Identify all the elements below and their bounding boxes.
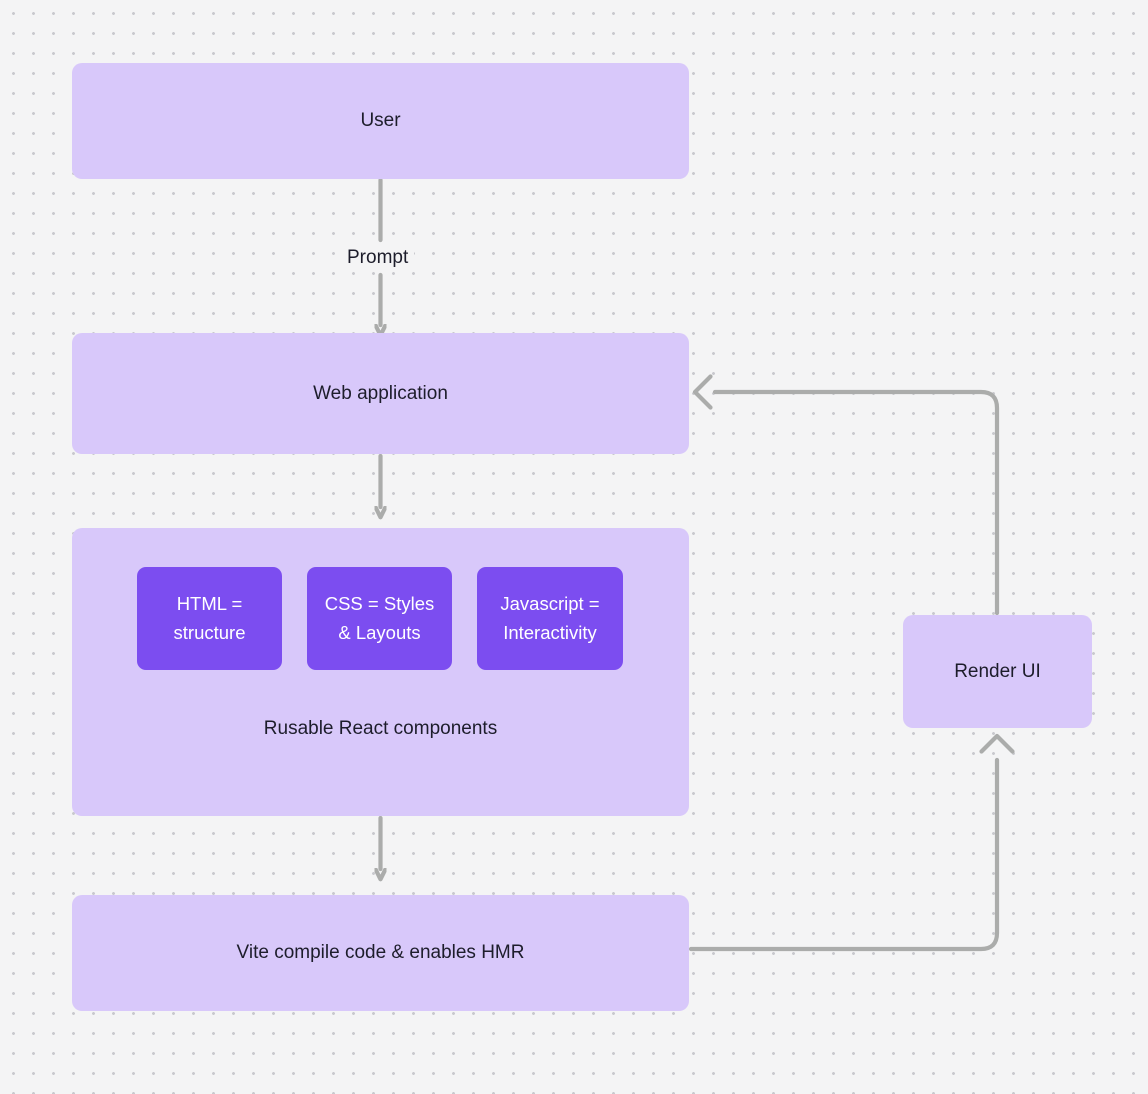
node-css-line2: & Layouts — [338, 621, 421, 643]
node-web-application-label: Web application — [313, 382, 448, 404]
node-render-ui[interactable]: Render UI — [903, 615, 1092, 728]
node-css-line1: CSS = Styles — [324, 592, 435, 614]
node-html-line2: structure — [173, 621, 246, 643]
node-html[interactable]: HTML = structure — [137, 567, 282, 670]
edge-render-to-webapp — [692, 374, 1000, 616]
node-web-application[interactable]: Web application — [72, 333, 689, 454]
node-javascript[interactable]: Javascript = Interactivity — [477, 567, 623, 670]
node-html-line1: HTML = — [176, 592, 243, 614]
node-user[interactable]: User — [72, 63, 689, 179]
node-html-label: HTML = structure — [174, 590, 246, 647]
node-javascript-label: Javascript = Interactivity — [500, 590, 599, 647]
node-render-ui-label: Render UI — [954, 660, 1041, 682]
node-javascript-line1: Javascript = — [500, 592, 600, 614]
node-vite-label: Vite compile code & enables HMR — [236, 942, 525, 964]
node-user-label: User — [360, 110, 401, 132]
edge-label-prompt: Prompt — [341, 245, 415, 272]
node-react-components-caption: Rusable React components — [263, 718, 498, 739]
node-css-label: CSS = Styles & Layouts — [325, 590, 435, 647]
node-javascript-line2: Interactivity — [503, 621, 597, 643]
node-vite[interactable]: Vite compile code & enables HMR — [72, 895, 689, 1011]
edge-vite-to-render — [688, 733, 1015, 952]
node-css[interactable]: CSS = Styles & Layouts — [307, 567, 452, 670]
